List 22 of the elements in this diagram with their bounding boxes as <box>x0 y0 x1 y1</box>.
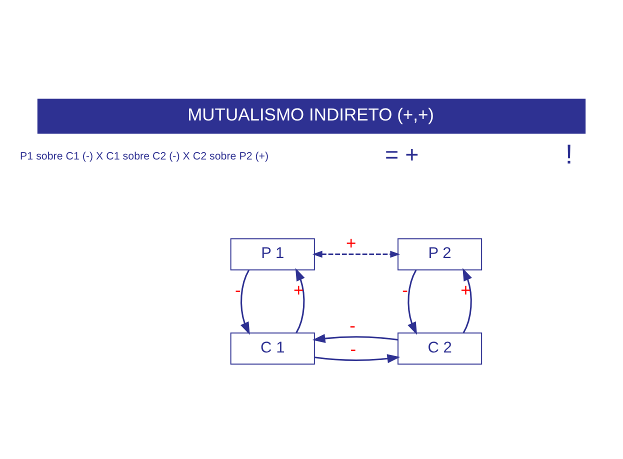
arrow <box>295 268 305 334</box>
edge-label: + <box>346 232 356 253</box>
edge-label: - <box>350 315 356 336</box>
node-box: P 2 <box>398 238 482 270</box>
label: ! <box>565 138 573 170</box>
arrow <box>240 270 250 335</box>
label: = + <box>385 142 419 168</box>
edge-label: + <box>460 280 471 300</box>
arrow <box>312 334 398 343</box>
label: P1 sobre C1 (-) X C1 sobre C2 (-) X C2 sobre P2 (+) <box>20 150 269 162</box>
node-box: C 2 <box>398 332 482 365</box>
node-box: C 1 <box>230 332 315 365</box>
arrow <box>312 250 400 258</box>
arrow <box>314 354 400 364</box>
edge-label: - <box>402 280 408 300</box>
arrow <box>462 268 472 334</box>
edge-label: - <box>234 280 241 300</box>
arrow <box>408 270 418 335</box>
edge-label: + <box>294 280 304 300</box>
diagram-title: MUTUALISMO INDIRETO (+,+) <box>188 104 434 125</box>
node-box: P 1 <box>230 238 315 270</box>
edge-label: - <box>350 338 356 359</box>
